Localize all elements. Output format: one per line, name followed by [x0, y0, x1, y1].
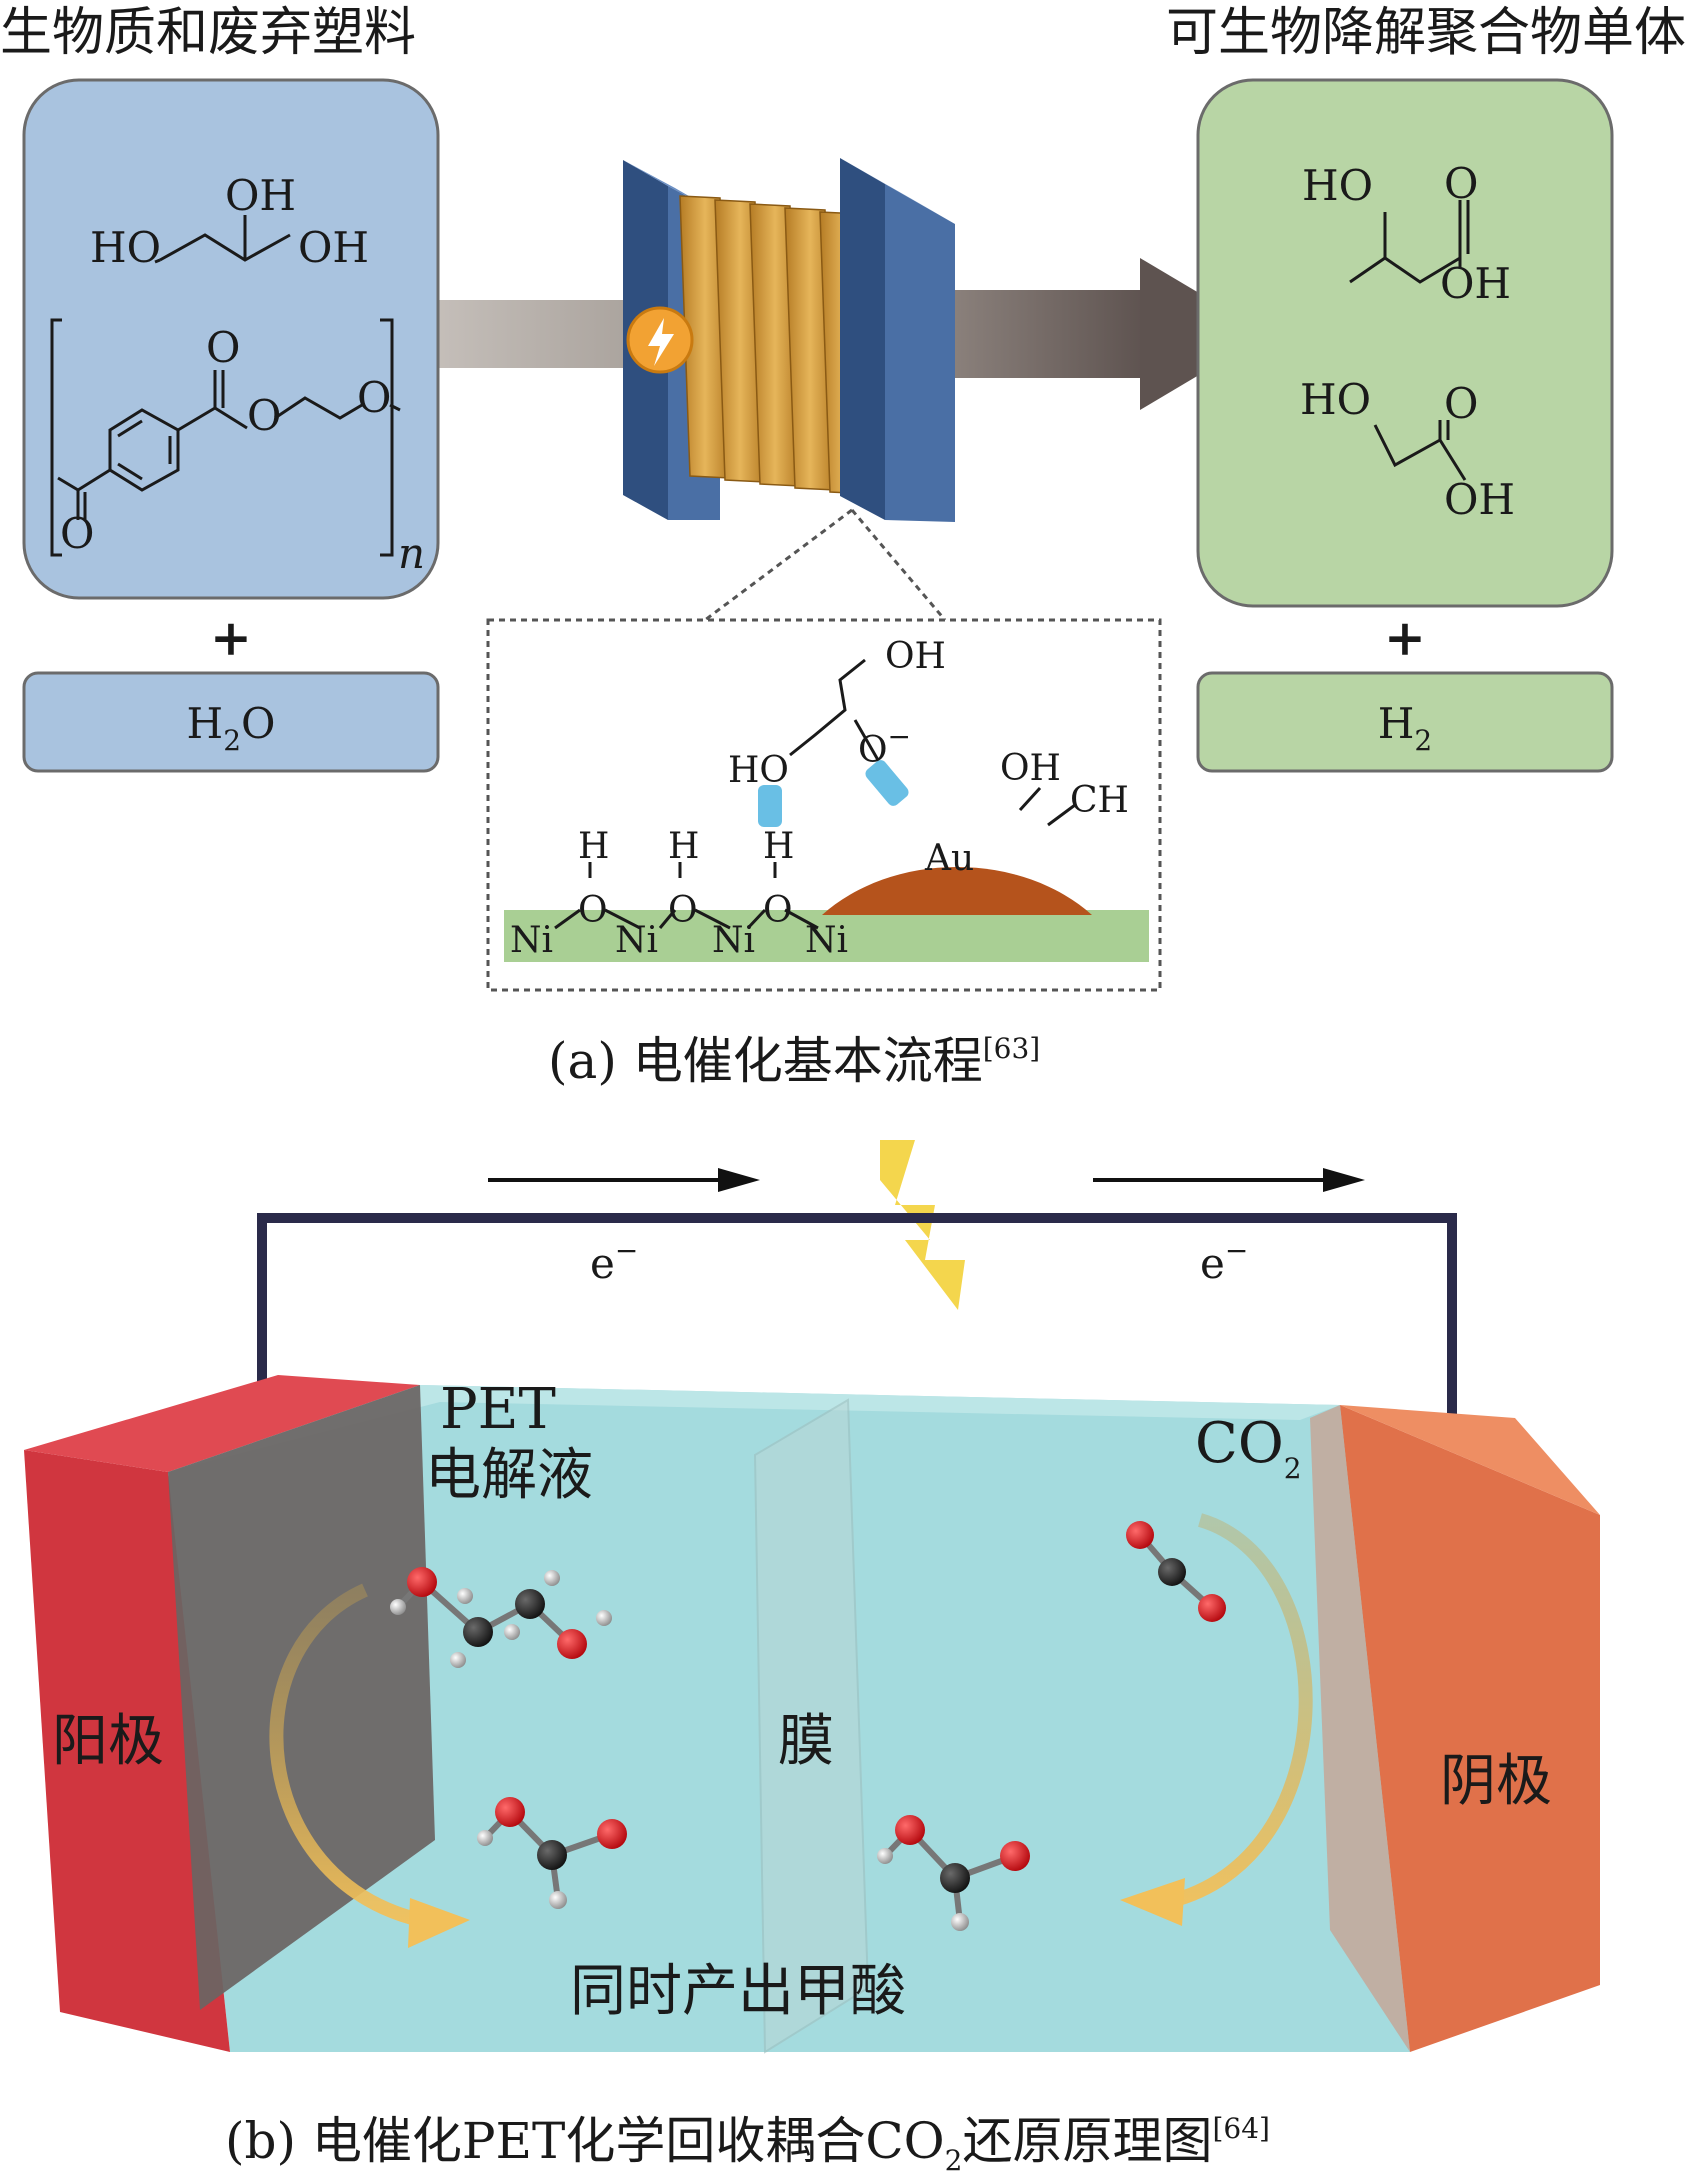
feed-arrow	[410, 300, 650, 368]
inset-o-1: O	[578, 890, 608, 931]
glycerol-oh-top: OH	[225, 171, 296, 220]
inset-ho: HO	[728, 750, 789, 791]
inset-oh-top: OH	[885, 636, 946, 677]
membrane-label: 膜	[778, 1709, 834, 1774]
plus-left: +	[210, 608, 252, 667]
inset-o-3: O	[763, 890, 793, 931]
glycerol-oh-right: OH	[298, 223, 369, 272]
cathode-label: 阴极	[1440, 1749, 1552, 1814]
inset-ni-1: Ni	[510, 920, 553, 961]
electron-arrow-right	[1093, 1168, 1365, 1192]
inset-ch: CH	[1070, 780, 1129, 821]
pet-repeat-n: n	[398, 529, 425, 578]
pet-carbonyl-o: O	[206, 323, 240, 372]
electron-arrow-left	[488, 1168, 760, 1192]
caption-b: (b) 电催化PET化学回收耦合CO2还原原理图[64]	[225, 2112, 1270, 2172]
hydrogen-formula: H2	[1378, 699, 1432, 757]
pet-label: PET	[440, 1377, 556, 1442]
electron-label-left: e−	[590, 1234, 638, 1288]
inset-o-2: O	[668, 890, 698, 931]
lactic-acid-structure	[1349, 200, 1470, 284]
inset-h-3: H	[763, 826, 794, 867]
inset-ni-3: Ni	[712, 920, 755, 961]
glycerol-ho-left: HO	[90, 223, 161, 272]
external-circuit	[257, 1213, 1457, 1450]
pet-ether-o: O	[357, 373, 391, 422]
panel-b: e− e−	[24, 1140, 1600, 2172]
inset-h-2: H	[668, 826, 699, 867]
electron-label-right: e−	[1200, 1234, 1248, 1288]
co2-label: CO2	[1195, 1411, 1302, 1485]
inset-o-minus: O−	[858, 720, 911, 771]
anode-cycle-arrow	[269, 1583, 470, 1948]
electrolyzer-stack	[623, 158, 955, 522]
right-title: 可生物降解聚合物单体	[1166, 3, 1686, 63]
inset-oh-au: OH	[1000, 748, 1061, 789]
inset-au: Au	[924, 838, 974, 879]
mechanism-inset	[486, 618, 1162, 992]
cathode-cycle-arrow	[1120, 1513, 1313, 1926]
glycolic-oh: OH	[1444, 475, 1515, 524]
panel-a: 生物质和废弃塑料 可生物降解聚合物单体 OH HO OH	[0, 3, 1686, 1090]
water-box	[22, 671, 440, 773]
product-box	[1196, 78, 1614, 608]
cathode-electrode	[1310, 1405, 1600, 2052]
lactic-oh: OH	[1440, 259, 1511, 308]
pet-structure	[50, 318, 401, 557]
electrolyte-label: 电解液	[425, 1443, 593, 1508]
glycerol-structure	[154, 215, 291, 264]
pet-bottom-o: O	[60, 509, 94, 558]
plus-right: +	[1384, 608, 1426, 667]
inset-ni-4: Ni	[805, 920, 848, 961]
formic-acid-label: 同时产出甲酸	[570, 1959, 906, 2024]
hydrogen-box	[1196, 671, 1614, 773]
pet-ester-o: O	[247, 391, 281, 440]
anode-label: 阳极	[52, 1709, 164, 1774]
lactic-ho: HO	[1302, 161, 1373, 210]
glycolic-o: O	[1444, 379, 1478, 428]
lightning-icon	[858, 1140, 965, 1310]
inset-h-1: H	[578, 826, 609, 867]
anode-electrode	[24, 1375, 435, 2052]
zoom-line-left	[704, 508, 853, 622]
membrane	[753, 1398, 870, 2054]
formic-acid-molecule-right	[877, 1815, 1030, 1931]
water-formula: H2O	[187, 699, 276, 757]
zoom-line-right	[850, 509, 947, 621]
formic-acid-molecule-left	[477, 1797, 627, 1909]
caption-a: (a) 电催化基本流程[63]	[548, 1032, 1040, 1090]
left-title: 生物质和废弃塑料	[0, 3, 416, 63]
lactic-o: O	[1444, 159, 1478, 208]
co2-molecule	[1126, 1521, 1226, 1622]
inset-ni-2: Ni	[615, 920, 658, 961]
glycolic-acid-structure	[1373, 420, 1467, 481]
glycolic-ho: HO	[1300, 375, 1371, 424]
ethylene-glycol-molecule	[390, 1567, 612, 1668]
